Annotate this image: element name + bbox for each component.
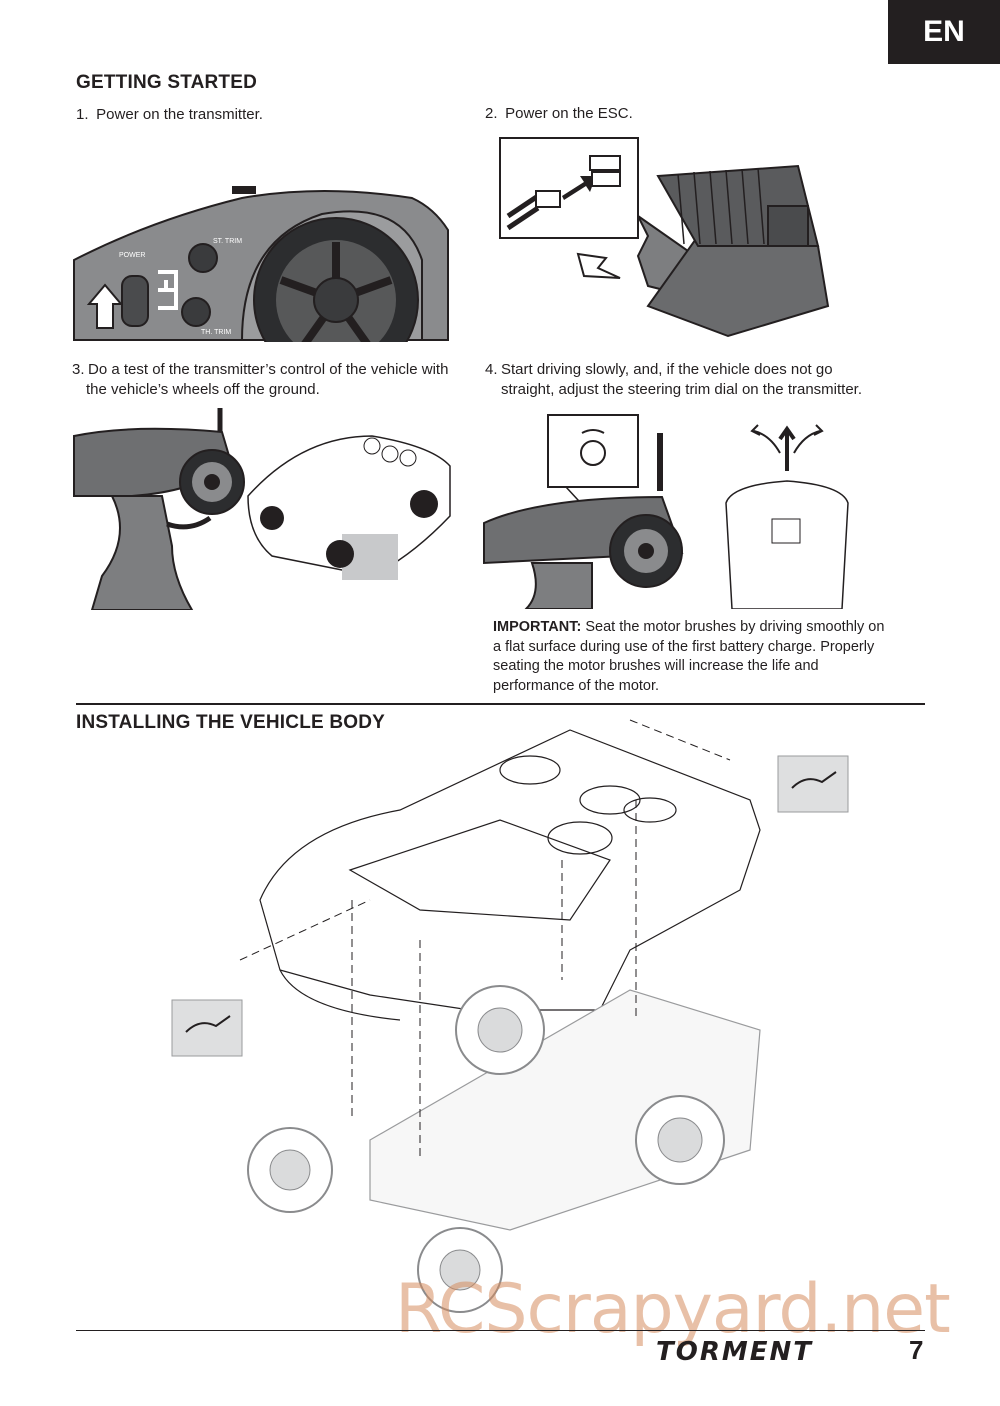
step-2: 2. Power on the ESC. (485, 104, 633, 124)
step-3-line-2: the vehicle’s wheels off the ground. (86, 381, 320, 398)
th-trim-label: TH. TRIM (201, 329, 231, 336)
step-2-number: 2. (485, 105, 498, 122)
power-label: POWER (119, 252, 145, 259)
steering-trim-figure (483, 414, 849, 609)
watermark: RCScrapyard.net (395, 1270, 951, 1349)
body-installation-diagram (171, 719, 849, 1313)
installing-body-heading: INSTALLING THE VEHICLE BODY (76, 712, 386, 733)
step-3: 3.Do a test of the transmitter’s control… (72, 360, 452, 400)
step-4-line-2: straight, adjust the steering trim dial … (501, 381, 863, 398)
section-divider (76, 703, 925, 705)
step-1-text: Power on the transmitter. (96, 106, 263, 123)
transmitter-power-figure: POWER ST. TRIM TH. TRIM (73, 186, 449, 342)
footer-rule (76, 1330, 925, 1331)
transmitter-test-figure (73, 408, 451, 610)
step-3-line-1: Do a test of the transmitter’s control o… (88, 361, 449, 378)
step-4-line-1: Start driving slowly, and, if the vehicl… (501, 361, 833, 378)
step-4: 4.Start driving slowly, and, if the vehi… (485, 360, 905, 400)
esc-power-figure (499, 137, 830, 338)
step-1: 1. Power on the transmitter. (76, 105, 263, 125)
step-4-number: 4. (485, 361, 498, 378)
step-3-number: 3. (72, 361, 85, 378)
torment-logo: TORMENT (656, 1337, 813, 1367)
getting-started-heading: GETTING STARTED (76, 72, 258, 93)
important-label: IMPORTANT: (493, 619, 582, 635)
step-1-number: 1. (76, 106, 89, 123)
important-text: Seat the motor brushes by driving smooth… (493, 619, 885, 694)
important-note: IMPORTANT: Seat the motor brushes by dri… (493, 618, 893, 696)
language-tab: EN (888, 0, 1000, 64)
step-2-text: Power on the ESC. (505, 105, 633, 122)
st-trim-label: ST. TRIM (213, 238, 242, 245)
page-number: 7 (909, 1335, 924, 1365)
